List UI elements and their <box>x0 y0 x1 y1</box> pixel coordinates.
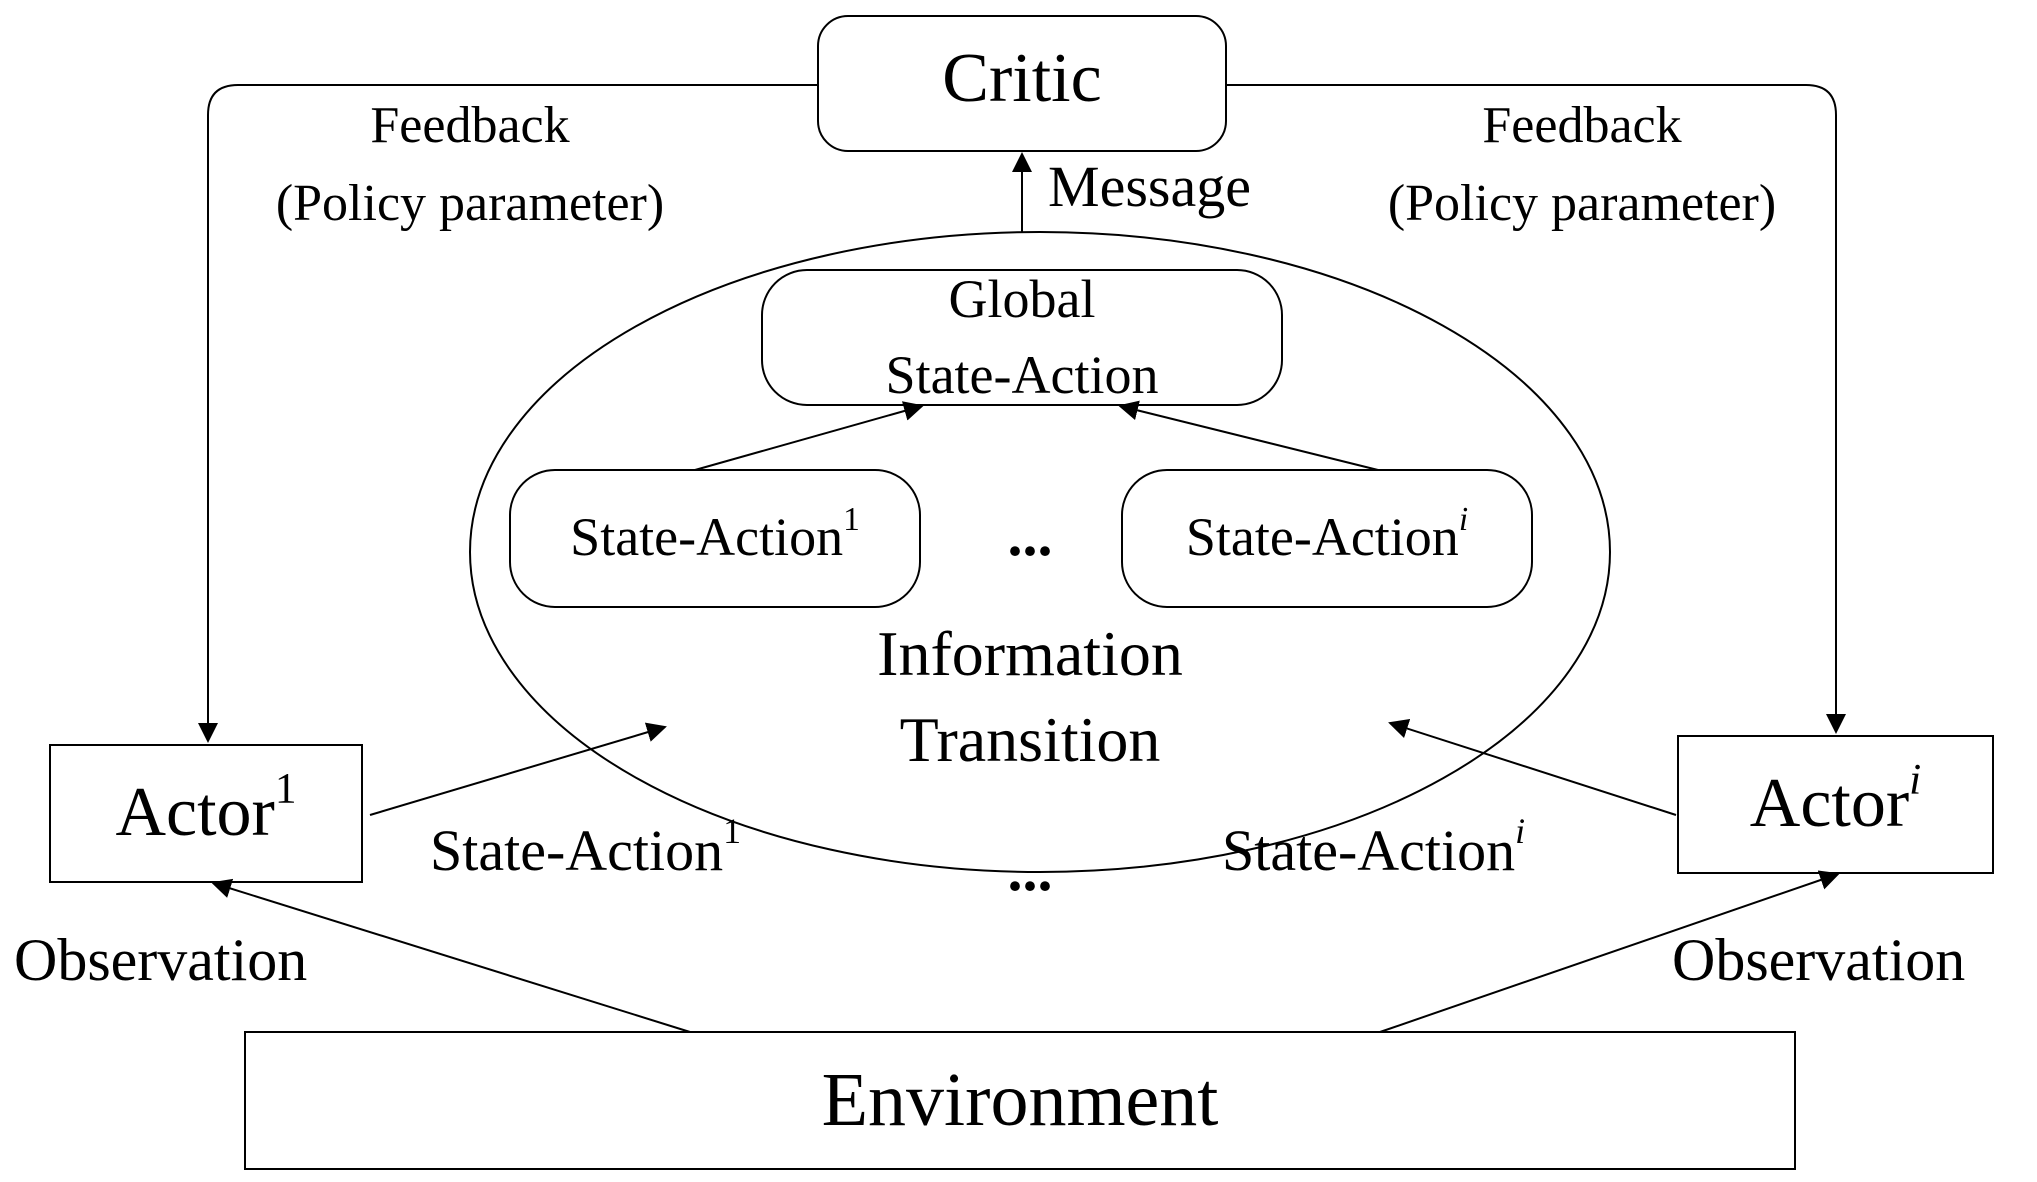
inner-arrow-i <box>1118 400 1379 471</box>
feedback-left-arrow <box>198 84 818 743</box>
critic-label: Critic <box>942 40 1102 117</box>
outer-state-action-1-text: State-Action <box>430 818 724 883</box>
information-label-line1: Information <box>877 618 1183 689</box>
inner-arrow-1 <box>694 401 924 471</box>
feedback-left-line2: (Policy parameter) <box>275 175 665 232</box>
inner-state-action-i-label: State-Actioni <box>1122 503 1532 567</box>
environment-label: Environment <box>821 1058 1219 1142</box>
actor-i-to-ellipse-arrow <box>1388 718 1677 816</box>
inner-state-action-i-text: State-Action <box>1185 507 1459 567</box>
critic-box <box>817 15 1227 152</box>
actor-i-label: Actori <box>1678 758 1993 839</box>
actor-1-text: Actor <box>115 774 275 851</box>
observation-right-label: Observation <box>1672 927 1966 993</box>
global-state-action-box <box>761 269 1283 406</box>
information-ellipse <box>469 231 1611 873</box>
inner-state-action-i-box <box>1121 469 1533 608</box>
observation-right-arrow <box>1379 870 1840 1033</box>
observation-left-arrow <box>211 878 691 1033</box>
actor-1-box <box>49 744 363 883</box>
global-label-line1: Global <box>948 269 1096 329</box>
global-label-line2: State-Action <box>885 345 1159 405</box>
outer-state-action-i-text: State-Action <box>1222 818 1516 883</box>
outer-ellipsis: ... <box>1007 837 1053 903</box>
environment-box <box>244 1031 1796 1170</box>
feedback-right-line2: (Policy parameter) <box>1387 175 1777 232</box>
outer-state-action-1-sup: 1 <box>723 811 742 852</box>
inner-state-action-1-sup: 1 <box>843 500 860 538</box>
outer-state-action-i-label: State-Actioni <box>1222 813 1525 880</box>
actor-1-to-ellipse-arrow <box>369 722 667 816</box>
outer-state-action-1-label: State-Action1 <box>430 813 741 880</box>
outer-state-action-i-sup: i <box>1515 811 1526 852</box>
actor-1-label: Actor1 <box>50 767 362 848</box>
message-label: Message <box>1048 154 1251 219</box>
inner-state-action-1-box <box>509 469 921 608</box>
actor-1-sup: 1 <box>274 764 297 813</box>
inner-state-action-1-label: State-Action1 <box>510 503 920 567</box>
feedback-right-line1: Feedback <box>1482 97 1682 154</box>
inner-state-action-1-text: State-Action <box>570 507 844 567</box>
feedback-right-arrow <box>1226 84 1846 734</box>
inner-ellipsis: ... <box>1007 502 1053 568</box>
actor-i-text: Actor <box>1749 765 1910 842</box>
inner-state-action-i-sup: i <box>1458 500 1469 538</box>
information-label-line2: Transition <box>899 704 1161 775</box>
observation-left-label: Observation <box>14 927 308 993</box>
feedback-left-line1: Feedback <box>370 97 570 154</box>
actor-i-sup: i <box>1909 755 1922 804</box>
